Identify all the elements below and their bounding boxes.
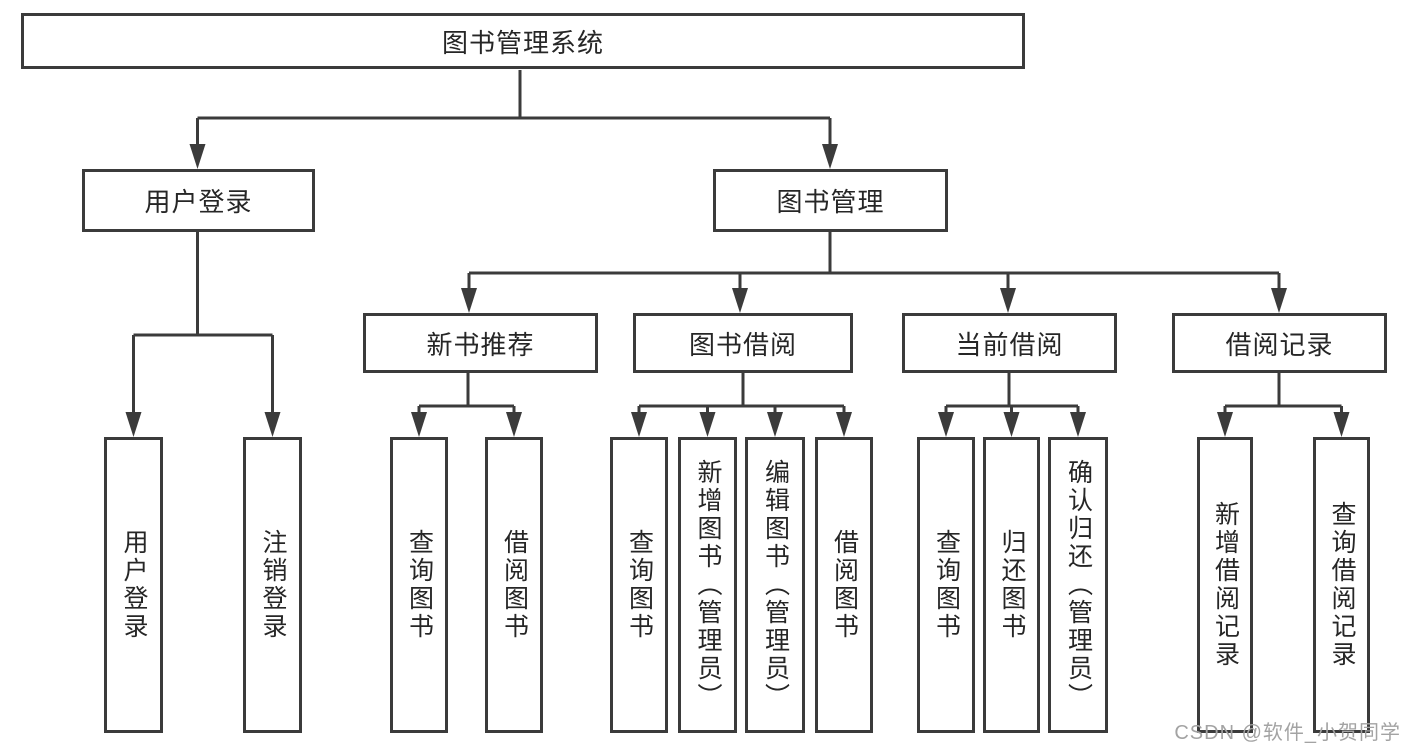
leaf-logout: 注销登录 [243,437,302,733]
node-label: 新增借阅记录 [1211,501,1240,669]
node-label: 借阅图书 [830,529,859,641]
leaf-add-book-admin: 新增图书（管理员） [678,437,737,733]
node-user-login: 用户登录 [82,169,315,232]
node-book-management: 图书管理 [713,169,948,232]
leaf-edit-book-admin: 编辑图书（管理员） [745,437,805,733]
leaf-query-books-borrowing: 查询图书 [610,437,668,733]
leaf-user-login: 用户登录 [104,437,163,733]
leaf-query-books-recommend: 查询图书 [390,437,448,733]
leaf-query-borrow-record: 查询借阅记录 [1313,437,1370,733]
node-label: 图书管理 [776,187,885,217]
leaf-return-book: 归还图书 [983,437,1040,733]
node-label: 用户登录 [144,187,253,217]
node-label: 确认归还（管理员） [1064,459,1093,711]
node-label: 图书借阅 [688,329,797,360]
node-label: 新书推荐 [426,329,535,360]
node-borrowing-records: 借阅记录 [1172,313,1387,373]
node-label: 查询图书 [405,529,434,641]
node-label: 图书管理系统 [441,27,604,58]
arrowheads [125,144,1350,437]
node-label: 归还图书 [998,529,1026,641]
node-book-borrowing: 图书借阅 [633,313,853,373]
csdn-watermark: CSDN @软件_小贺同学 [1174,722,1401,744]
node-current-borrowing: 当前借阅 [902,313,1117,373]
leaf-confirm-return-admin: 确认归还（管理员） [1048,437,1108,733]
leaf-borrow-books-recommend: 借阅图书 [485,437,543,733]
node-label: 查询借阅记录 [1328,501,1356,669]
leaf-borrow-books-borrowing: 借阅图书 [815,437,873,733]
node-label: 借阅记录 [1225,329,1334,360]
node-label: 用户登录 [120,529,148,641]
node-label: 当前借阅 [955,329,1064,360]
leaf-query-books-current: 查询图书 [917,437,975,733]
node-root-system: 图书管理系统 [21,13,1025,69]
leaf-add-borrow-record: 新增借阅记录 [1197,437,1253,733]
node-label: 编辑图书（管理员） [761,459,790,711]
node-label: 查询图书 [932,529,961,641]
node-label: 注销登录 [259,529,287,641]
node-label: 查询图书 [625,529,654,641]
node-new-book-recommend: 新书推荐 [363,313,598,373]
node-label: 借阅图书 [500,529,529,641]
node-label: 新增图书（管理员） [694,459,722,711]
